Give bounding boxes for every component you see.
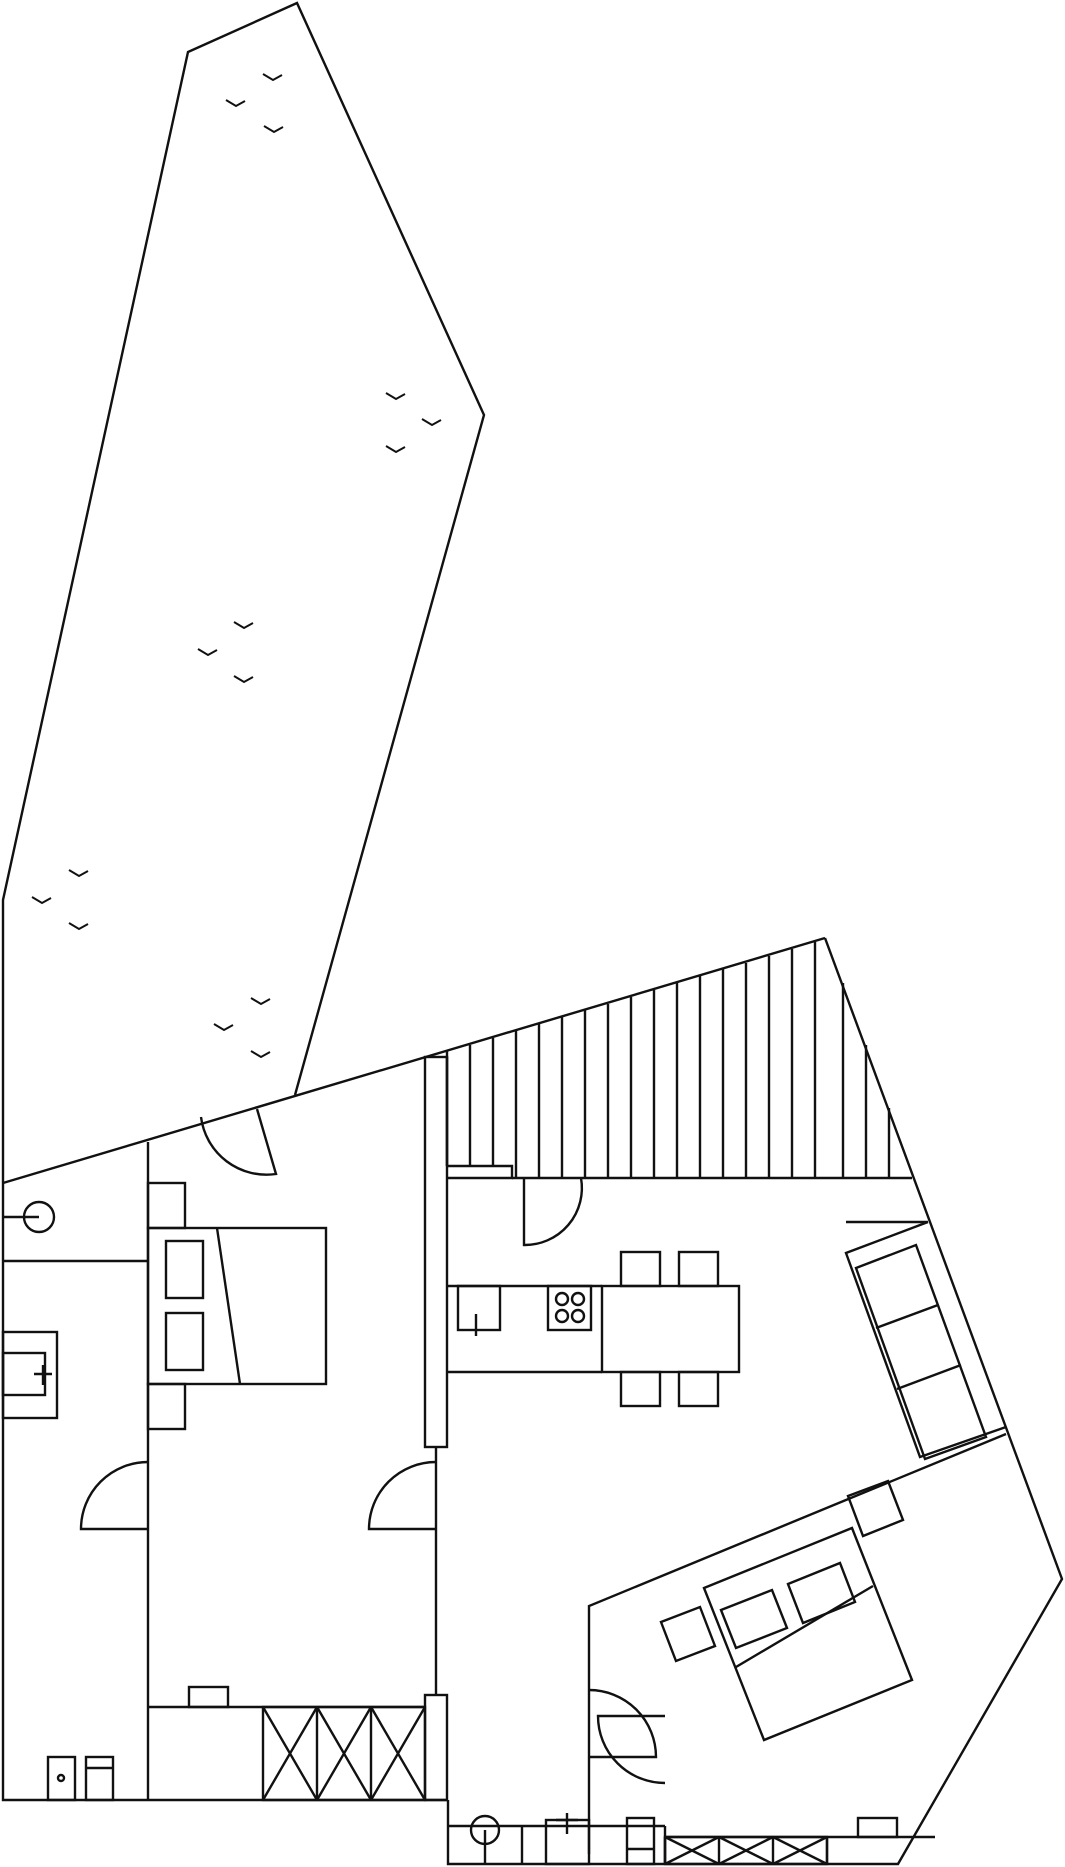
pillow	[786, 1561, 857, 1625]
garden-area	[1, 1, 486, 1183]
bed	[146, 1226, 328, 1386]
wardrobe-cross	[261, 1706, 319, 1801]
hob-burner-icon	[554, 1291, 570, 1307]
doors	[79, 1108, 666, 1785]
appliance	[625, 1816, 656, 1866]
chair	[677, 1370, 720, 1408]
wardrobe-cross	[315, 1706, 373, 1801]
bottom-wing-fixtures	[469, 1813, 899, 1866]
corridor-wall-stub	[423, 1693, 449, 1802]
appliance	[46, 1755, 77, 1802]
bed	[702, 1526, 914, 1742]
pillow	[719, 1588, 789, 1650]
grass-tuft-icon	[385, 392, 406, 401]
pillow	[164, 1239, 205, 1300]
garden-boundary	[1, 1, 486, 1183]
grass-tuft-icon	[250, 997, 271, 1006]
sofa-frame	[844, 1220, 1007, 1459]
staircase	[445, 942, 891, 1178]
grass-tuft-icon	[262, 73, 283, 82]
appliance-knob-icon	[56, 1773, 66, 1783]
grass-tuft-icon	[225, 99, 246, 108]
chair	[619, 1250, 662, 1288]
side-table	[146, 1181, 187, 1230]
sofa-cushion-divider	[896, 1363, 962, 1391]
side-table	[659, 1605, 717, 1663]
chair	[677, 1250, 720, 1288]
kitchen-living	[447, 1220, 1007, 1461]
wardrobe-cross	[772, 1835, 828, 1866]
grass-tuft-icon	[68, 922, 89, 931]
door-swing-icon	[199, 1108, 278, 1176]
wardrobe-cross	[718, 1835, 774, 1866]
grass-tuft-icon	[233, 621, 254, 630]
small-cabinet	[856, 1816, 899, 1839]
pillow	[164, 1311, 205, 1372]
side-table	[146, 1382, 187, 1431]
sink	[456, 1284, 502, 1332]
wardrobe-frame	[663, 1837, 829, 1864]
main-diagonal-wall	[2, 936, 826, 1185]
grass-tuft-icon	[31, 896, 52, 905]
hob-burner-icon	[570, 1291, 586, 1307]
hob	[546, 1284, 593, 1332]
hob-burner-icon	[570, 1308, 586, 1324]
hob-burner-icon	[554, 1308, 570, 1324]
door-swing-icon	[522, 1177, 584, 1247]
sofa-cushion-divider	[875, 1303, 939, 1330]
grass-tuft-icon	[263, 125, 284, 134]
east-outline	[446, 937, 1064, 1866]
master-bedroom	[659, 1479, 914, 1742]
grass-tuft-icon	[68, 869, 89, 878]
grass-tuft-icon	[385, 445, 406, 454]
door-swing-icon	[596, 1714, 666, 1785]
bottom-wardrobes	[664, 1835, 828, 1866]
chair	[619, 1370, 662, 1408]
door-swing-icon	[367, 1460, 437, 1531]
left-wing-fixtures	[1, 1181, 427, 1802]
grass-tuft-icon	[250, 1050, 271, 1059]
side-table	[846, 1479, 905, 1538]
bed-fold	[735, 1584, 874, 1669]
bed-fold	[215, 1227, 242, 1385]
grass-tufts	[31, 73, 442, 1059]
sofa-seat	[854, 1243, 988, 1461]
door-swing-icon	[79, 1460, 149, 1531]
wardrobe-cross	[664, 1835, 720, 1866]
grass-tuft-icon	[197, 648, 218, 657]
wardrobe-cross	[369, 1706, 427, 1801]
stair-landing-wall	[447, 1164, 514, 1180]
grass-tuft-icon	[213, 1023, 234, 1032]
grass-tuft-icon	[233, 675, 254, 684]
door-swing-icon	[588, 1688, 658, 1759]
grass-tuft-icon	[421, 418, 442, 427]
wardrobe	[261, 1705, 427, 1802]
bedroom-wall	[587, 1432, 1007, 1854]
small-cabinet	[187, 1685, 230, 1709]
appliance	[84, 1755, 115, 1802]
corridor-wall	[423, 1055, 449, 1449]
dining-table	[600, 1284, 741, 1374]
